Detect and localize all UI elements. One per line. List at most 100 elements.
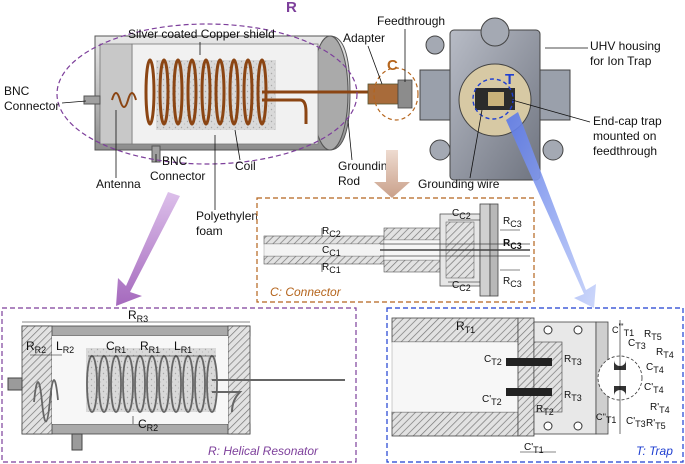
label-lr2-sub: R2 xyxy=(63,345,75,355)
label-ct1-top-sub: T1 xyxy=(624,328,635,338)
label-rr3: R xyxy=(128,308,137,322)
region-c-outline xyxy=(373,67,419,121)
svg-text:RT3: RT3 xyxy=(564,354,582,367)
label-cc2-bot-sub: C2 xyxy=(459,283,471,293)
label-rc3-mid: R xyxy=(503,238,511,249)
label-rt4: R xyxy=(656,347,663,358)
svg-text:C''T1: C''T1 xyxy=(596,412,616,425)
caption-connector: C: Connector xyxy=(270,285,342,299)
svg-text:RC3: RC3 xyxy=(503,216,522,229)
label-rt2-sub: T2 xyxy=(543,407,554,417)
svg-text:C'T3: C'T3 xyxy=(626,416,646,429)
label-bnc-mid-line1: BNC xyxy=(162,154,188,168)
label-rt4p: R' xyxy=(650,402,659,413)
trap-panel xyxy=(386,307,684,463)
svg-text:R'T4: R'T4 xyxy=(650,402,670,415)
svg-text:RC3: RC3 xyxy=(503,238,522,251)
label-cr1-sub: R1 xyxy=(115,345,127,355)
label-lr2: L xyxy=(56,339,63,353)
label-ct2p-sub: T2 xyxy=(491,397,502,407)
label-ct1-top: C xyxy=(612,325,619,335)
label-polyethylene-line2: foam xyxy=(196,224,223,238)
label-rc3-bot: R xyxy=(503,276,510,287)
label-ct1-top-sup: ''' xyxy=(619,322,624,332)
svg-text:RT1: RT1 xyxy=(456,319,475,335)
svg-text:C'T2: C'T2 xyxy=(482,394,502,407)
svg-text:C'''T1: C'''T1 xyxy=(612,322,634,338)
label-rc1-sub: C1 xyxy=(329,265,341,275)
uhv-housing xyxy=(419,17,571,181)
label-region-t: T xyxy=(505,71,514,88)
label-ct1p-sub: T1 xyxy=(533,445,544,455)
label-ct3: C xyxy=(628,338,635,349)
label-ct2p: C' xyxy=(482,394,491,405)
svg-text:CC1: CC1 xyxy=(322,245,341,258)
label-rc2-sub: C2 xyxy=(329,229,341,239)
label-rc3-mid-sub: C3 xyxy=(510,241,522,251)
label-uhv-line2: for Ion Trap xyxy=(590,54,652,68)
svg-text:C'T4: C'T4 xyxy=(644,382,664,395)
svg-text:RT2: RT2 xyxy=(536,404,554,417)
label-antenna: Antenna xyxy=(96,177,141,191)
label-cr2-sub: R2 xyxy=(147,423,159,433)
label-rc3-top-sub: C3 xyxy=(510,219,522,229)
svg-text:CT2: CT2 xyxy=(484,354,502,367)
label-rt3: R xyxy=(564,354,571,365)
label-region-r: R xyxy=(286,0,297,16)
label-ct3-sub: T3 xyxy=(635,341,646,351)
resonator-panel xyxy=(1,307,357,463)
label-rr1-sub: R1 xyxy=(149,345,161,355)
svg-text:RC1: RC1 xyxy=(322,262,341,275)
label-ct2-sub: T2 xyxy=(491,357,502,367)
svg-text:LR1: LR1 xyxy=(174,339,192,355)
label-rc3-top: R xyxy=(503,216,510,227)
label-rc2: R xyxy=(322,226,329,237)
label-rt5p-sub: T5 xyxy=(655,421,666,431)
region-t-outline xyxy=(472,78,514,120)
arrow-to-trap xyxy=(506,112,596,308)
label-lr1-sub: R1 xyxy=(181,345,193,355)
label-grounding-wire: Grounding wire xyxy=(418,177,500,191)
label-coil: Coil xyxy=(235,159,256,173)
label-cc1: C xyxy=(322,245,329,256)
label-ct3p-sub: T3 xyxy=(635,419,646,429)
svg-text:CT4: CT4 xyxy=(646,362,664,375)
label-rt3-sub: T3 xyxy=(571,357,582,367)
label-ct2: C xyxy=(484,354,491,365)
label-ct4p: C' xyxy=(644,382,653,393)
label-rr1: R xyxy=(140,339,149,353)
label-rt4-sub: T4 xyxy=(663,350,674,360)
label-ct3p: C' xyxy=(626,416,635,427)
label-rc3-bot-sub: C3 xyxy=(510,279,522,289)
label-rt3b: R xyxy=(564,390,571,401)
label-feedthrough: Feedthrough xyxy=(377,14,445,28)
label-ct4-sub: T4 xyxy=(653,365,664,375)
label-rt3b-sub: T3 xyxy=(571,393,582,403)
label-rr3-sub: R3 xyxy=(137,314,149,324)
label-cc1-sub: C1 xyxy=(329,248,341,258)
svg-text:RR2: RR2 xyxy=(26,339,46,355)
label-cr1: C xyxy=(106,339,115,353)
svg-text:LR2: LR2 xyxy=(56,339,74,355)
label-rr2-sub: R2 xyxy=(35,345,47,355)
svg-text:CC2: CC2 xyxy=(452,280,471,293)
svg-text:RR1: RR1 xyxy=(140,339,160,355)
arrow-to-resonator xyxy=(116,192,180,306)
resonator-labels: RR3 RR2 LR2 CR1 RR1 LR1 CR2 xyxy=(26,308,192,433)
trap-labels: RT1 C'''T1 CT3 RT5 RT4 CT4 C'T4 R'T4 C'T… xyxy=(456,319,674,455)
label-lr1: L xyxy=(174,339,181,353)
label-endcap-line3: feedthrough xyxy=(593,144,657,158)
svg-text:CT3: CT3 xyxy=(628,338,646,351)
leader-lines xyxy=(61,29,591,210)
svg-text:RT5: RT5 xyxy=(644,329,662,342)
svg-text:RC3: RC3 xyxy=(503,276,522,289)
label-cc2-top: C xyxy=(452,208,459,219)
label-cc2-bot: C xyxy=(452,280,459,291)
label-rt5p: R' xyxy=(646,418,655,429)
label-grounding-rod-line2: Rod xyxy=(338,174,360,188)
svg-text:CC2: CC2 xyxy=(452,208,471,221)
label-rc1: R xyxy=(322,262,329,273)
label-ct1pp: C'' xyxy=(596,412,606,422)
